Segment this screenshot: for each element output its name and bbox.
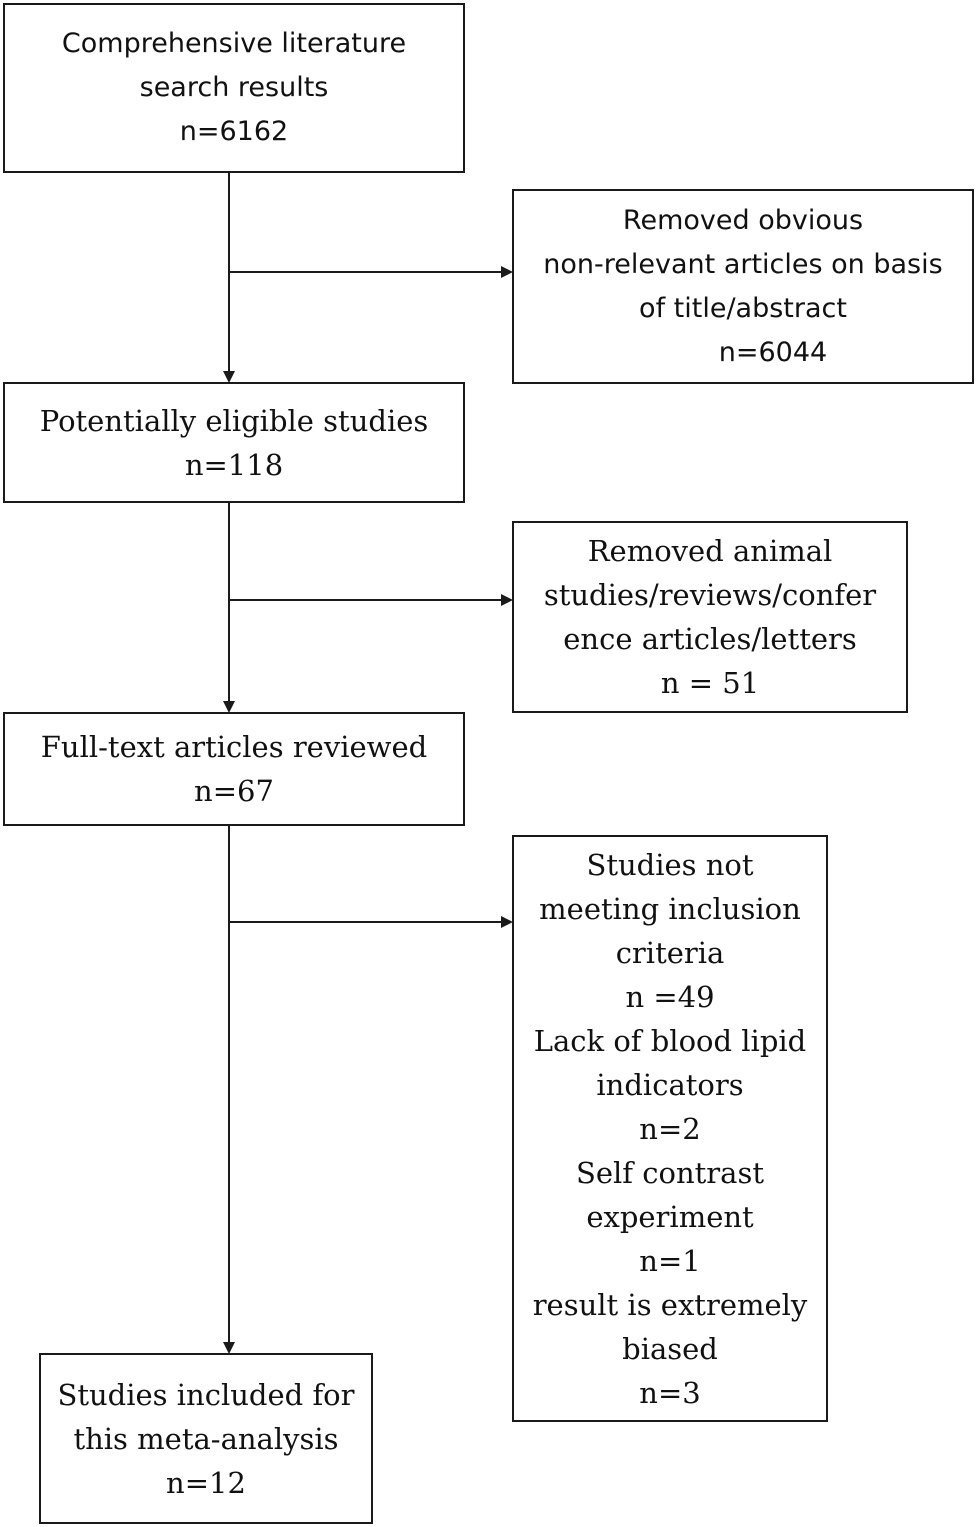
removed-title-line-2: non-relevant articles on basis bbox=[543, 248, 943, 280]
search-results-line-2: search results bbox=[139, 72, 329, 103]
self-contrast-count: n=1 bbox=[639, 1243, 701, 1278]
lack-lipid-line-1: Lack of blood lipid bbox=[533, 1023, 807, 1058]
search-results-count: n=6162 bbox=[179, 116, 289, 147]
removed-animal-studies-box: Removed animal studies/reviews/confer en… bbox=[512, 521, 908, 713]
studies-included-count: n=12 bbox=[166, 1465, 246, 1500]
not-meeting-count: n =49 bbox=[625, 979, 715, 1014]
removed-title-line-1: Removed obvious bbox=[622, 204, 864, 236]
biased-line-1: result is extremely bbox=[532, 1287, 808, 1322]
removed-animal-line-1: Removed animal bbox=[587, 534, 833, 568]
removed-animal-line-3: ence articles/letters bbox=[563, 622, 857, 656]
not-meeting-line-3: criteria bbox=[615, 935, 725, 970]
lack-lipid-count: n=2 bbox=[639, 1111, 701, 1146]
studies-included-line-1: Studies included for bbox=[57, 1377, 355, 1412]
full-text-reviewed-box: Full-text articles reviewed n=67 bbox=[3, 712, 465, 826]
not-meeting-criteria-box: Studies not meeting inclusion criteria n… bbox=[512, 835, 828, 1422]
search-results-line-1: Comprehensive literature bbox=[61, 28, 407, 59]
eligible-studies-box: Potentially eligible studies n=118 bbox=[3, 382, 465, 503]
not-meeting-line-2: meeting inclusion bbox=[539, 891, 801, 926]
removed-title-line-3: of title/abstract bbox=[639, 292, 847, 324]
full-text-count: n=67 bbox=[194, 774, 274, 808]
not-meeting-line-1: Studies not bbox=[586, 847, 754, 882]
removed-animal-count: n = 51 bbox=[660, 666, 760, 700]
full-text-line-1: Full-text articles reviewed bbox=[40, 730, 428, 764]
eligible-studies-count: n=118 bbox=[184, 447, 284, 482]
lack-lipid-line-2: indicators bbox=[596, 1067, 744, 1102]
removed-title-count: n=6044 bbox=[718, 336, 828, 368]
self-contrast-line-2: experiment bbox=[586, 1199, 754, 1234]
search-results-box: Comprehensive literature search results … bbox=[3, 3, 465, 173]
biased-line-2: biased bbox=[622, 1331, 718, 1366]
studies-included-box: Studies included for this meta-analysis … bbox=[39, 1353, 373, 1524]
biased-count: n=3 bbox=[639, 1375, 701, 1410]
self-contrast-line-1: Self contrast bbox=[576, 1155, 764, 1190]
removed-title-abstract-box: Removed obvious non-relevant articles on… bbox=[512, 189, 974, 384]
removed-animal-line-2: studies/reviews/confer bbox=[543, 578, 877, 612]
studies-included-line-2: this meta-analysis bbox=[73, 1421, 339, 1456]
eligible-studies-line-1: Potentially eligible studies bbox=[39, 403, 429, 438]
